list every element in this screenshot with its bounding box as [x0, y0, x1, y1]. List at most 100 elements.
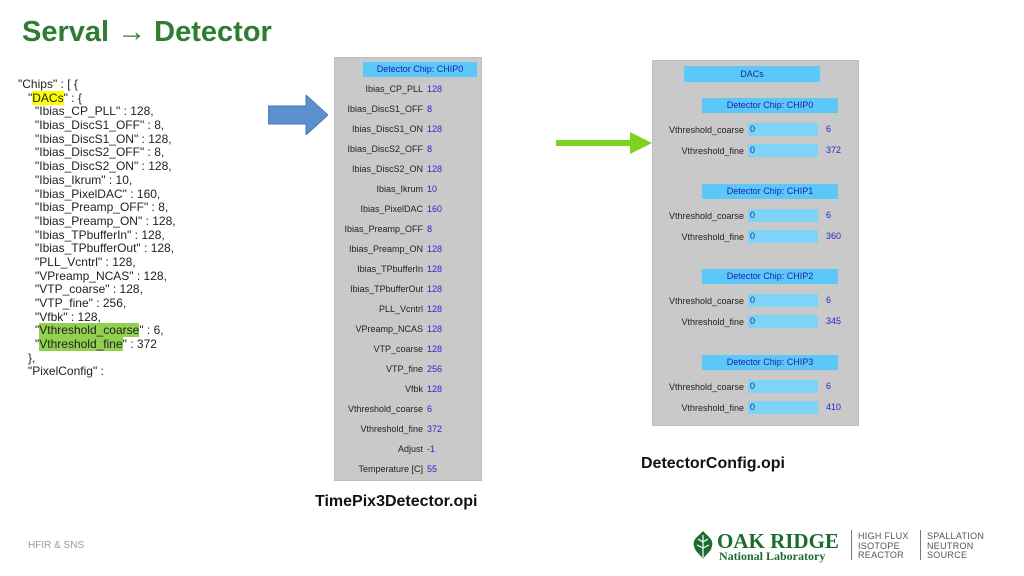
json-line-pixelconfig: "PixelConfig" : — [28, 364, 104, 379]
json-line-entry: "Ibias_TPbufferOut" : 128, — [35, 241, 175, 256]
vthreshold-fine-label: Vthreshold_fine — [681, 317, 744, 327]
vthreshold-fine-value: 360 — [826, 230, 842, 241]
vthreshold-coarse-input[interactable]: 0 — [748, 294, 818, 307]
json-line-chips: "Chips" : [ { — [18, 77, 78, 91]
vthreshold-coarse-value: 6 — [826, 209, 832, 220]
param-label: VTP_fine — [385, 364, 423, 374]
param-label: Ibias_DiscS1_ON — [351, 124, 423, 134]
param-label: Ibias_Ikrum — [376, 184, 423, 194]
param-value: 6 — [427, 404, 433, 414]
ornl-logo: OAK RIDGE National Laboratory HIGH FLUX … — [690, 528, 1000, 566]
param-value: 8 — [427, 104, 433, 114]
leaf-icon — [693, 531, 713, 559]
param-label: PLL_Vcntrl — [378, 304, 423, 314]
chip-header-button[interactable]: Detector Chip: CHIP2 — [702, 269, 838, 284]
param-value: 8 — [427, 224, 433, 234]
chip-header-button[interactable]: Detector Chip: CHIP1 — [702, 183, 838, 199]
param-label: Ibias_PixelDAC — [360, 204, 423, 214]
json-line-entry: "Ibias_PixelDAC" : 160, — [35, 186, 161, 201]
param-value: 128 — [427, 244, 443, 254]
param-label: Ibias_CP_PLL — [365, 84, 423, 94]
vthreshold-coarse-label: Vthreshold_coarse — [668, 210, 744, 221]
vthreshold-fine-highlight: Vthreshold_fine — [39, 337, 123, 352]
param-value: -1 — [427, 444, 436, 454]
vthreshold-coarse-label: Vthreshold_coarse — [668, 381, 744, 392]
vthreshold-fine-value: 372 — [826, 145, 842, 155]
param-label: Vthreshold_fine — [360, 424, 423, 434]
slide-title: Serval → Detector — [22, 16, 272, 48]
chip-header-button[interactable]: Detector Chip: CHIP3 — [702, 354, 838, 370]
detector-config-caption: DetectorConfig.opi — [641, 455, 785, 472]
param-value: 128 — [427, 284, 443, 294]
param-value: 128 — [427, 164, 443, 174]
chip-header-button[interactable]: Detector Chip: CHIP0 — [702, 98, 838, 113]
vthreshold-fine-label: Vthreshold_fine — [681, 146, 744, 156]
json-line-close: }, — [28, 350, 36, 365]
logo-national-lab: National Laboratory — [719, 549, 826, 563]
footer-text: HFIR & SNS — [28, 540, 85, 551]
vthreshold-coarse-label: Vthreshold_coarse — [668, 296, 744, 306]
arrow-right-icon — [268, 95, 328, 135]
param-value: 128 — [427, 124, 443, 134]
param-label: Ibias_DiscS2_OFF — [347, 144, 423, 154]
json-line-vthreshold-coarse: "Vthreshold_coarse" : 6, — [35, 323, 164, 338]
param-label: Ibias_TPbufferOut — [350, 284, 423, 294]
logo-oak-ridge: OAK RIDGE — [717, 529, 839, 553]
vthreshold-fine-value: 345 — [826, 316, 842, 326]
param-label: Ibias_DiscS1_OFF — [347, 104, 423, 114]
vthreshold-coarse-value: 6 — [826, 380, 832, 391]
param-value: 128 — [427, 384, 443, 394]
json-line-entry: "PLL_Vcntrl" : 128, — [35, 254, 136, 269]
logo-sns: SPALLATION NEUTRON SOURCE — [927, 531, 985, 560]
param-value: 128 — [427, 84, 443, 94]
json-line-entry: "Ibias_DiscS1_OFF" : 8, — [35, 118, 165, 133]
param-label: Ibias_Preamp_ON — [348, 244, 423, 254]
logo-divider — [920, 530, 921, 560]
param-label: Temperature [C] — [358, 464, 423, 474]
param-label: Adjust — [397, 444, 423, 454]
json-line-entry: "VTP_fine" : 256, — [35, 296, 127, 310]
json-line-entry: "VTP_coarse" : 128, — [35, 282, 143, 297]
json-line-entry: "Ibias_Preamp_ON" : 128, — [35, 213, 176, 228]
vthreshold-fine-value: 410 — [826, 401, 842, 412]
param-label: Ibias_DiscS2_ON — [351, 164, 423, 174]
vthreshold-fine-input[interactable]: 0 — [748, 315, 818, 328]
arrow-right-icon — [556, 132, 652, 154]
chip-header-button[interactable]: Detector Chip: CHIP0 — [363, 62, 477, 77]
param-label: Ibias_Preamp_OFF — [344, 224, 423, 234]
param-value: 128 — [427, 264, 443, 274]
json-line-entry: "Ibias_DiscS2_ON" : 128, — [35, 159, 172, 174]
param-value: 256 — [427, 364, 443, 374]
json-line-entry: "Ibias_DiscS2_OFF" : 8, — [35, 145, 165, 160]
vthreshold-coarse-input[interactable]: 0 — [748, 123, 818, 136]
param-value: 128 — [427, 304, 443, 314]
param-value: 8 — [427, 144, 433, 154]
param-value: 128 — [427, 324, 443, 334]
vthreshold-coarse-highlight: Vthreshold_coarse — [39, 323, 140, 338]
json-line-entry: "Ibias_CP_PLL" : 128, — [35, 104, 154, 119]
param-label: Vthreshold_coarse — [347, 404, 423, 414]
vthreshold-fine-input[interactable]: 0 — [748, 400, 818, 414]
vthreshold-coarse-input[interactable]: 0 — [748, 208, 818, 222]
json-line-entry: "Ibias_TPbufferIn" : 128, — [35, 227, 165, 242]
param-label: VPreamp_NCAS — [355, 324, 423, 334]
json-dac-entries: "Ibias_CP_PLL" : 128,"Ibias_DiscS1_OFF" … — [18, 105, 176, 324]
logo-divider — [851, 530, 852, 560]
dacs-key-highlight: DACs — [32, 90, 64, 105]
param-label: Vfbk — [404, 384, 423, 394]
logo-hfir: HIGH FLUX ISOTOPE REACTOR — [858, 531, 909, 560]
vthreshold-coarse-value: 6 — [826, 124, 832, 134]
vthreshold-coarse-label: Vthreshold_coarse — [668, 125, 744, 135]
dacs-button[interactable]: DACs — [684, 66, 820, 82]
vthreshold-coarse-input[interactable]: 0 — [748, 379, 818, 393]
json-line-entry: "Ibias_DiscS1_ON" : 128, — [35, 131, 172, 146]
param-value: 160 — [427, 204, 443, 214]
json-config-text: "Chips" : [ { "DACs" : { "Ibias_CP_PLL" … — [18, 77, 176, 379]
vthreshold-fine-label: Vthreshold_fine — [681, 402, 744, 413]
vthreshold-fine-input[interactable]: 0 — [748, 229, 818, 243]
vthreshold-fine-input[interactable]: 0 — [748, 144, 818, 157]
vthreshold-coarse-value: 6 — [826, 295, 832, 305]
param-label: Ibias_TPbufferIn — [357, 264, 423, 274]
